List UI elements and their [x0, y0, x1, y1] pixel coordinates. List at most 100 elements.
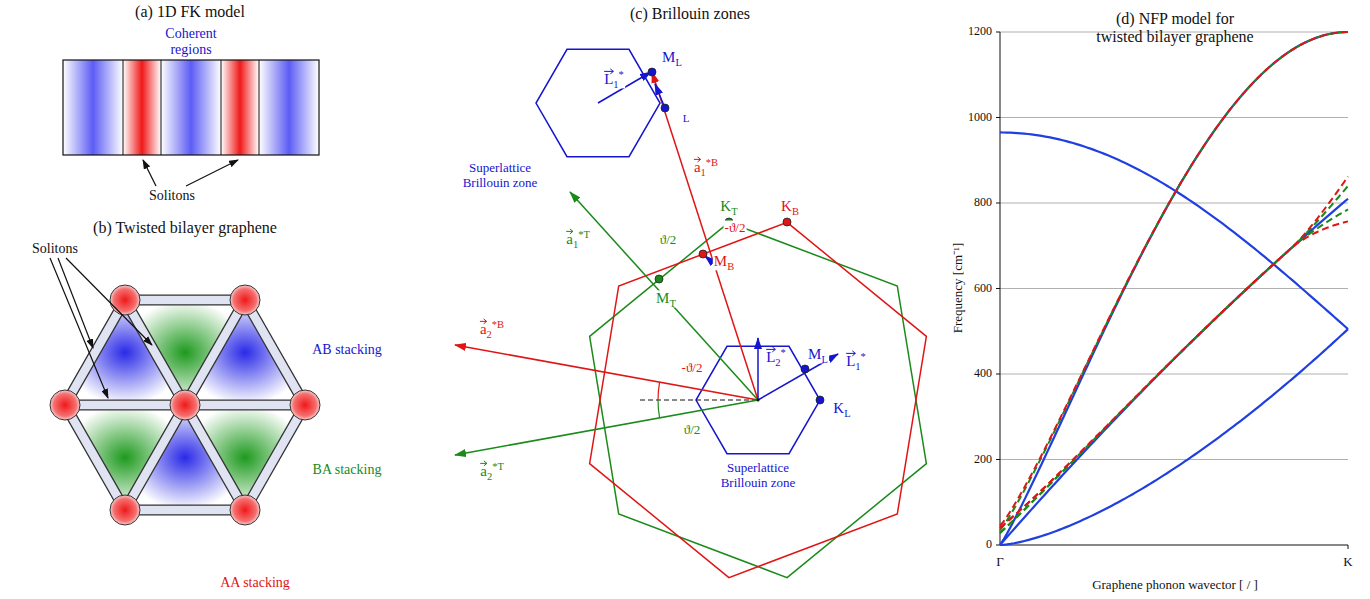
vector-arrow: [766, 346, 775, 352]
phonon-branch: [1000, 199, 1348, 545]
point-label: MB: [713, 253, 735, 270]
point-label: L: [682, 112, 691, 125]
region-label: Coherent regions: [156, 26, 226, 58]
subscript: T: [731, 206, 737, 217]
point-label: ML: [807, 346, 829, 363]
nfp-branch: [1000, 186, 1348, 533]
symbol: L: [846, 353, 855, 370]
soliton-wall-edge: [125, 505, 245, 516]
tick-label: 1000: [968, 111, 992, 125]
soliton-wall-edge: [125, 405, 185, 510]
superscript: *: [861, 351, 866, 362]
tick-label: 200: [974, 453, 992, 467]
vector-arrow-head: [772, 347, 775, 352]
high-symmetry-point: [661, 104, 669, 112]
vector-arrow-head: [772, 347, 775, 352]
vector-label: L2*: [765, 349, 787, 366]
coherent-band: [259, 60, 319, 155]
panel-title: (b) Twisted bilayer graphene: [93, 219, 277, 237]
symbol: L: [604, 71, 613, 88]
aa-region: [290, 390, 320, 420]
symbol: M: [808, 346, 821, 363]
vector-arrow-shaft: [846, 353, 855, 354]
symbol: a: [480, 321, 487, 338]
symbol: K: [781, 198, 792, 215]
superscript: *T: [578, 229, 590, 240]
soliton-wall: [125, 506, 245, 515]
soliton-wall: [245, 300, 305, 405]
soliton-wall-edge: [185, 400, 305, 411]
tick-mark: [996, 374, 1000, 375]
high-symmetry-point: [816, 396, 824, 404]
leader-arrow: [58, 258, 93, 348]
subscript: 2: [487, 471, 492, 482]
superscript: *T: [492, 461, 504, 472]
tick-mark: [996, 545, 1000, 546]
vector-arrow-head: [698, 157, 701, 162]
subscript: 1: [855, 361, 860, 372]
band-border: [123, 60, 124, 155]
aa-region: [230, 285, 260, 315]
coherent-band: [63, 60, 123, 155]
vector-arrow-head: [852, 351, 855, 356]
point-label: ML: [661, 49, 683, 66]
soliton-wall: [185, 300, 245, 405]
soliton-wall-edge: [125, 295, 245, 306]
subscript: L: [821, 354, 827, 365]
vector-arrow: [694, 156, 701, 162]
tick-label: 800: [974, 196, 992, 210]
vector-arrow-shaft: [766, 349, 775, 350]
point-label: KB: [780, 198, 800, 215]
subscript: 1: [701, 167, 706, 178]
tick-label: 400: [974, 367, 992, 381]
tick-label: 1200: [968, 25, 992, 39]
panel-b: [50, 258, 320, 525]
grid-line: [1000, 374, 1348, 375]
leader-arrow: [186, 160, 238, 186]
reciprocal-vector: [455, 345, 758, 400]
subscript: 2: [487, 329, 492, 340]
soliton-wall: [125, 405, 185, 510]
vector-arrow-head: [610, 69, 613, 74]
reciprocal-vector: [652, 72, 758, 400]
aa-region: [230, 495, 260, 525]
y-axis: [1000, 32, 1001, 545]
superlattice-vector: [757, 338, 759, 400]
aa-region: [110, 495, 140, 525]
vector-arrow-head: [852, 351, 855, 356]
angle-arc: [658, 400, 660, 418]
chain-outline: [63, 60, 319, 155]
superscript: *B: [706, 157, 718, 168]
subscript: L: [675, 57, 681, 68]
point-label: KL: [832, 400, 851, 417]
callout-label: Solitons: [32, 241, 78, 257]
leader-arrow: [66, 258, 152, 345]
reciprocal-vector: [570, 192, 758, 400]
band-border: [259, 60, 260, 155]
symbol: L: [766, 349, 775, 366]
superscript: *: [619, 69, 624, 80]
band-border: [161, 60, 162, 155]
high-symmetry-point: [801, 365, 809, 373]
tick-label: 600: [974, 282, 992, 296]
origin-point: [757, 399, 760, 402]
stacking-domain: [185, 300, 305, 405]
soliton-wall-edge: [65, 400, 185, 411]
tick-mark: [1348, 545, 1349, 549]
symbol: a: [566, 231, 573, 248]
tick-label: 0: [986, 538, 992, 552]
grid-line: [1000, 203, 1348, 204]
soliton-wall: [185, 401, 305, 410]
vector-label: a2*B: [479, 321, 505, 338]
panel-a: [63, 60, 319, 186]
panel-title: (d) NFP model for twisted bilayer graphe…: [1092, 10, 1258, 47]
tick-mark: [996, 203, 1000, 204]
panel-d: [996, 32, 1348, 549]
soliton-band: [123, 60, 161, 155]
point-label: MT: [655, 290, 677, 307]
nfp-branch: [1000, 32, 1348, 526]
vector-arrow: [480, 318, 487, 324]
tick-label: Γ: [996, 555, 1004, 570]
